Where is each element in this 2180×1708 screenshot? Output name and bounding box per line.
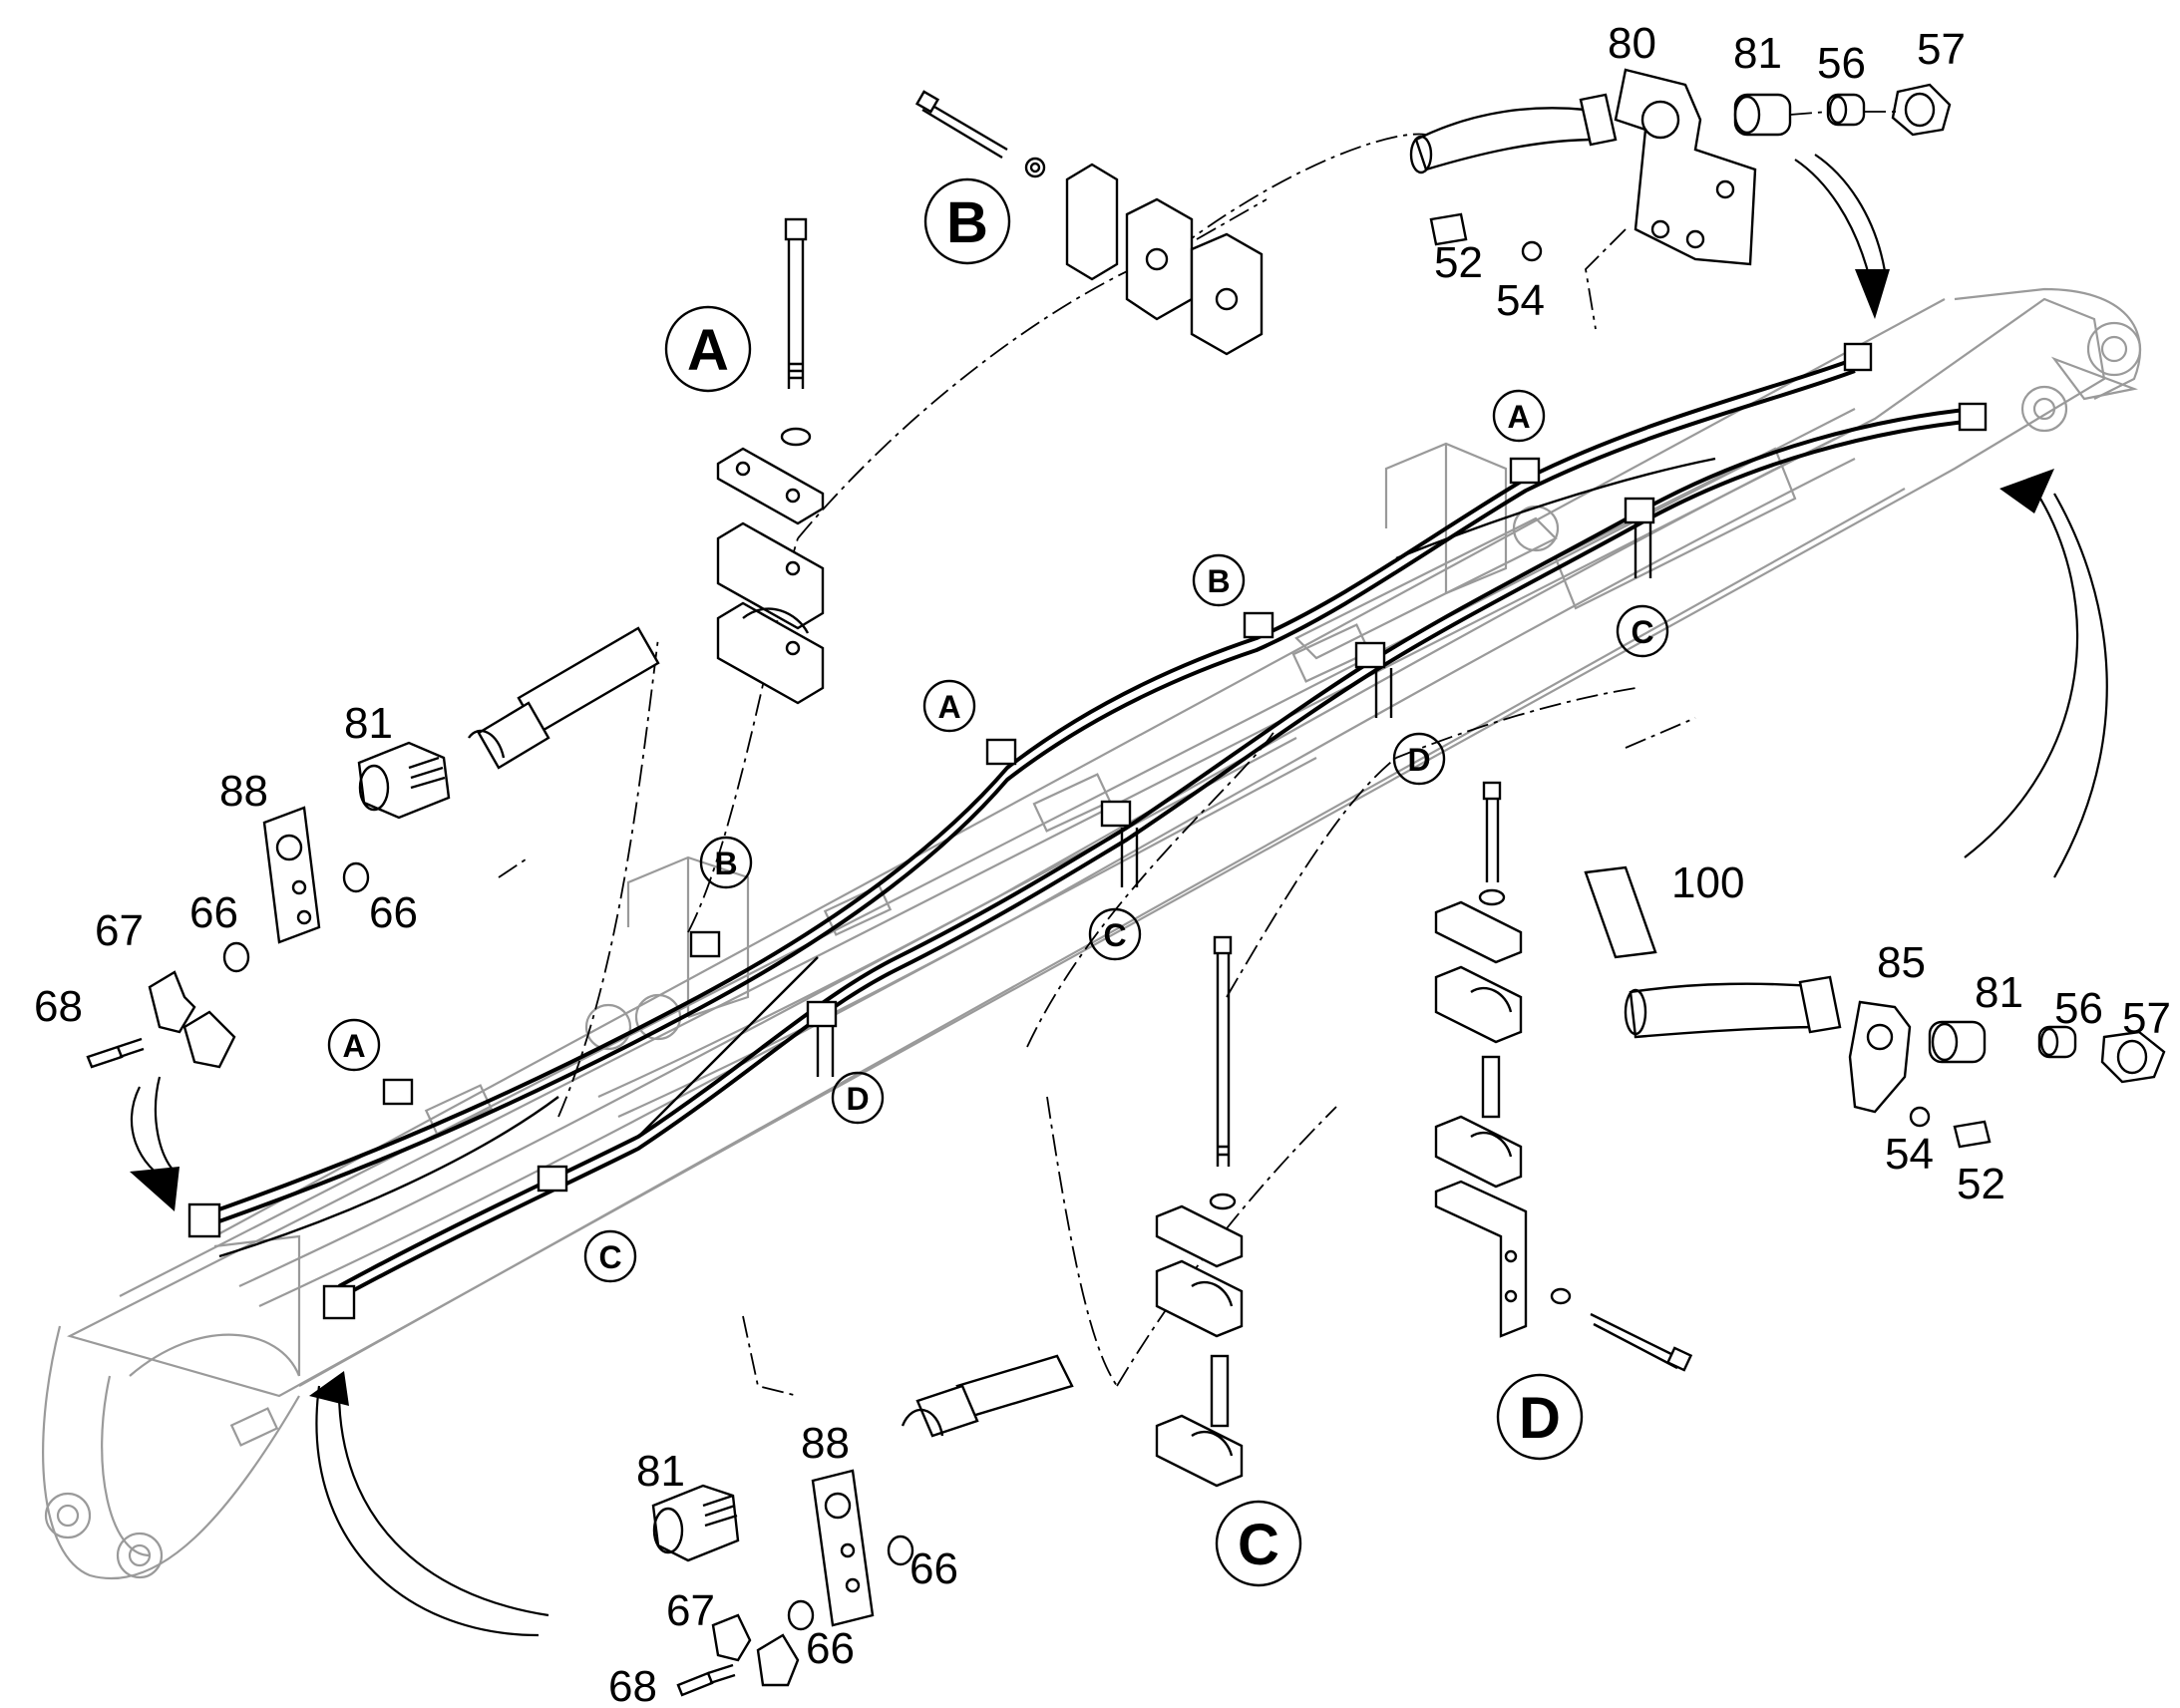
location-callout-c-1: C	[1616, 604, 1669, 658]
location-callout-b-2: B	[699, 836, 753, 889]
bottom-fitting-assembly	[651, 1469, 914, 1697]
svg-text:A: A	[342, 1028, 365, 1064]
detail-b-clamp-assembly	[914, 90, 1264, 356]
location-callouts: A A A B B C C C	[327, 389, 1669, 1283]
part-label-85: 85	[1877, 938, 1926, 987]
svg-text:C: C	[1631, 614, 1653, 650]
part-label-67-left: 67	[95, 906, 144, 955]
part-label-81-right: 81	[1975, 968, 2023, 1017]
svg-text:A: A	[937, 689, 960, 725]
location-callout-c-2: C	[1088, 907, 1142, 961]
part-number-labels: 80 81 56 57 52 54 81 88 66 66 67 68 100 …	[34, 19, 2171, 1708]
detail-callout-b: B	[923, 177, 1011, 265]
part-label-66-bottom-a: 66	[909, 1544, 958, 1593]
location-callout-d-2: D	[831, 1071, 885, 1125]
location-callout-c-3: C	[583, 1229, 637, 1283]
part-label-66-left-b: 66	[369, 888, 418, 937]
part-label-56-top: 56	[1817, 39, 1866, 88]
hose-upper	[198, 357, 1856, 1230]
svg-text:B: B	[714, 846, 737, 881]
hose-lower	[338, 407, 1976, 1300]
right-fitting-assembly	[1584, 865, 2166, 1149]
pointer-arrows	[130, 154, 2108, 1637]
part-label-52-top: 52	[1434, 238, 1483, 287]
detail-callout-c: C	[1215, 1500, 1302, 1587]
part-label-68-bottom: 68	[608, 1662, 657, 1708]
detail-callouts: A B C D	[664, 177, 1584, 1587]
part-label-81-bottom: 81	[636, 1447, 685, 1496]
svg-text:B: B	[1207, 563, 1230, 599]
part-label-66-left-a: 66	[189, 888, 238, 937]
location-callout-b-1: B	[1192, 553, 1246, 607]
detail-d-clamp-assembly	[1434, 781, 1693, 1372]
part-label-88-bottom: 88	[801, 1419, 850, 1468]
detail-callout-a: A	[664, 305, 752, 393]
part-label-81-left: 81	[344, 699, 393, 748]
top-right-fitting-assembly	[1409, 68, 1952, 266]
boom-clamps	[187, 342, 1988, 1320]
svg-text:D: D	[1519, 1386, 1561, 1451]
part-label-57-right: 57	[2122, 994, 2171, 1043]
location-callout-d-1: D	[1392, 732, 1446, 786]
svg-text:D: D	[1407, 742, 1430, 778]
boom-outline	[42, 287, 2142, 1580]
location-callout-a-2: A	[922, 679, 976, 733]
svg-text:B: B	[946, 190, 988, 255]
part-label-81-top: 81	[1733, 29, 1782, 78]
svg-text:A: A	[687, 318, 729, 383]
part-label-88-left: 88	[219, 767, 268, 816]
svg-text:C: C	[598, 1239, 621, 1275]
location-callout-a-3: A	[327, 1018, 381, 1072]
detail-callout-d: D	[1496, 1373, 1584, 1461]
part-label-80: 80	[1608, 19, 1656, 68]
svg-text:A: A	[1507, 399, 1530, 435]
part-label-56-right: 56	[2054, 984, 2103, 1033]
part-label-67-bottom: 67	[666, 1586, 715, 1635]
detail-c-clamp-assembly	[901, 935, 1244, 1488]
location-callout-a-1: A	[1492, 389, 1546, 443]
svg-text:C: C	[1103, 917, 1126, 953]
left-fitting-assembly	[86, 741, 451, 1069]
part-label-57-top: 57	[1917, 25, 1966, 74]
hose-middle	[218, 457, 1716, 1258]
leader-lines	[498, 133, 1696, 1417]
svg-text:C: C	[1238, 1513, 1279, 1577]
part-label-68-left: 68	[34, 982, 83, 1031]
svg-text:D: D	[846, 1081, 869, 1117]
part-label-54-right: 54	[1885, 1130, 1934, 1179]
part-label-52-right: 52	[1957, 1160, 2005, 1208]
part-label-66-bottom-b: 66	[806, 1624, 855, 1673]
part-label-100: 100	[1671, 858, 1744, 907]
part-label-54-top: 54	[1496, 276, 1545, 325]
detail-a-clamp-assembly	[468, 217, 825, 770]
